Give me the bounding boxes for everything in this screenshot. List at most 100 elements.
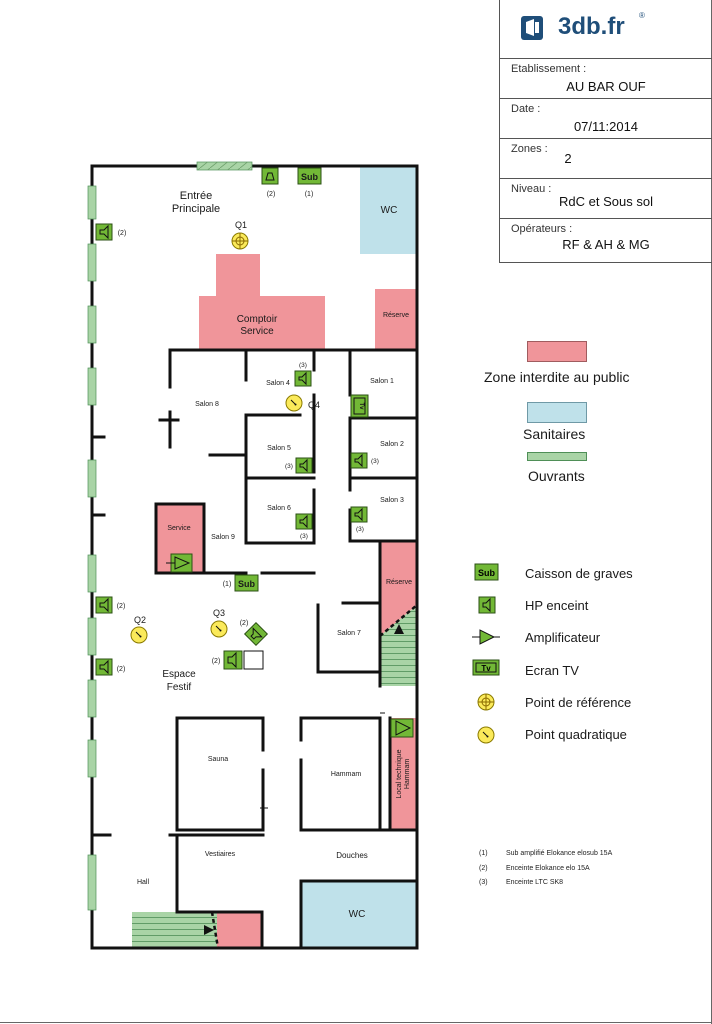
legend-symbol-speaker-label: HP enceint bbox=[525, 598, 589, 613]
equipment-symbols: (2) Sub (1) (2) Q1 (3) bbox=[95, 167, 414, 738]
legend-zone-sanitary-swatch bbox=[527, 402, 587, 423]
legend-zone-forbidden-swatch bbox=[527, 341, 587, 362]
point-label-q1: Q1 bbox=[235, 220, 247, 230]
logo-cell: 3db.fr ® bbox=[499, 0, 712, 59]
room-label-espace-1: Espace bbox=[162, 669, 196, 680]
speaker-icon bbox=[350, 506, 368, 523]
point-label-q3: Q3 bbox=[213, 608, 225, 618]
legend-symbol-icons: Sub Tv bbox=[472, 563, 500, 744]
note-text-3: Enceinte LTC SK8 bbox=[506, 879, 564, 886]
room-label-reserve-right: Réserve bbox=[386, 579, 412, 586]
zones-value: 2 bbox=[564, 151, 572, 166]
speaker-icon bbox=[243, 621, 269, 647]
note-num-2: (2) bbox=[479, 865, 488, 872]
thin-walls bbox=[260, 712, 385, 809]
ref-label: (2) bbox=[118, 230, 127, 237]
openings bbox=[87, 161, 253, 911]
subwoofer-icon: Sub bbox=[297, 167, 322, 185]
legend-symbol-tv-label: Ecran TV bbox=[525, 663, 579, 678]
speaker-icon bbox=[223, 650, 243, 670]
point-label-q4: Q4 bbox=[308, 400, 320, 410]
ref-label: (3) bbox=[299, 362, 307, 369]
room-label-entree-2: Principale bbox=[172, 203, 220, 215]
note-text-1: Sub amplifié Elokance elosub 15A bbox=[506, 850, 613, 857]
reserve-bottom-zone bbox=[217, 912, 262, 948]
info-cell-establishment: Etablissement : AU BAR OUF bbox=[499, 59, 712, 99]
legend-symbol-subwoofer-label: Caisson de graves bbox=[525, 566, 633, 581]
room-label-vestiaires: Vestiaires bbox=[205, 851, 236, 858]
room-label-salon1: Salon 1 bbox=[370, 378, 394, 385]
room-label-salon7: Salon 7 bbox=[337, 630, 361, 637]
logo-icon bbox=[521, 16, 543, 40]
quadratic-point-icon bbox=[210, 620, 228, 638]
ref-label: (1) bbox=[305, 191, 314, 198]
legend-symbol-amplifier-label: Amplificateur bbox=[525, 630, 601, 645]
room-label-reserve-top: Réserve bbox=[383, 312, 409, 319]
tv-icon: Tv bbox=[350, 394, 369, 418]
room-label-salon9: Salon 9 bbox=[211, 534, 235, 541]
info-cell-level: Niveau : RdC et Sous sol bbox=[499, 179, 712, 219]
walls bbox=[90, 164, 419, 950]
subwoofer-icon: Sub bbox=[234, 574, 259, 592]
room-label-local-1: Local technique bbox=[396, 749, 403, 798]
ref-label: (1) bbox=[223, 581, 232, 588]
room-label-comptoir-2: Service bbox=[240, 326, 274, 337]
sub-label: Sub bbox=[301, 172, 319, 182]
room-label-salon5: Salon 5 bbox=[267, 445, 291, 452]
point-label-q2: Q2 bbox=[134, 615, 146, 625]
speaker-box bbox=[243, 650, 264, 670]
speaker-icon bbox=[478, 596, 496, 614]
logo-registered-mark: ® bbox=[639, 11, 645, 20]
zones-label: Zones : bbox=[511, 143, 548, 155]
quadratic-point-icon bbox=[130, 626, 148, 644]
wc-top-zone bbox=[360, 166, 417, 254]
room-label-hammam: Hammam bbox=[331, 771, 362, 778]
info-cell-operators: Opérateurs : RF & AH & MG bbox=[499, 219, 712, 263]
room-label-sauna: Sauna bbox=[208, 756, 228, 763]
establishment-label: Etablissement : bbox=[511, 63, 587, 75]
operators-label: Opérateurs : bbox=[511, 223, 573, 235]
level-label: Niveau : bbox=[511, 183, 552, 195]
ref-label: (2) bbox=[240, 620, 249, 627]
page-border-bottom bbox=[0, 1022, 712, 1023]
speaker-icon bbox=[295, 513, 313, 530]
reference-point-icon bbox=[231, 232, 249, 250]
room-label-salon2: Salon 2 bbox=[380, 441, 404, 448]
counter-zone bbox=[199, 254, 325, 350]
speaker-icon bbox=[95, 658, 113, 676]
date-value: 07/11:2014 bbox=[573, 119, 639, 134]
ref-label: (3) bbox=[300, 533, 308, 540]
legend-zone-opening-swatch bbox=[527, 452, 587, 461]
quadratic-point-icon bbox=[477, 726, 495, 744]
logo-text: 3db.fr bbox=[558, 13, 625, 40]
legend-zone-sanitary-label: Sanitaires bbox=[523, 426, 586, 442]
speaker-icon bbox=[294, 370, 312, 387]
info-cell-date: Date : 07/11:2014 bbox=[499, 99, 712, 139]
stairs-bottom-separator bbox=[210, 911, 220, 949]
subwoofer-icon: Sub bbox=[474, 563, 499, 581]
stairs-right-lines bbox=[380, 605, 417, 686]
legend-zone-forbidden-label: Zone interdite au public bbox=[484, 369, 630, 385]
tv-icon: Tv bbox=[472, 659, 500, 676]
stairs-right-arrow bbox=[394, 624, 404, 634]
note-num-3: (3) bbox=[479, 879, 488, 886]
room-label-hall: Hall bbox=[137, 879, 150, 886]
room-label-service: Service bbox=[167, 525, 190, 532]
legend-tv-glyph: Tv bbox=[481, 664, 491, 673]
date-label: Date : bbox=[511, 103, 541, 115]
operators-value: RF & AH & MG bbox=[562, 237, 650, 252]
ref-label: (3) bbox=[356, 526, 364, 533]
room-label-wc-top: WC bbox=[381, 205, 398, 216]
room-label-salon6: Salon 6 bbox=[267, 505, 291, 512]
speaker-icon bbox=[95, 223, 113, 241]
ref-label: (2) bbox=[267, 191, 276, 198]
wc-bottom-zone bbox=[301, 881, 417, 948]
stairs-bottom-arrow bbox=[204, 925, 214, 935]
reserve-top-zone bbox=[375, 289, 417, 350]
info-cell-zones: Zones : 2 bbox=[499, 139, 712, 179]
stairs-bottom-lines bbox=[132, 912, 217, 948]
reference-point-icon bbox=[477, 693, 495, 711]
room-label-wc-bottom: WC bbox=[349, 909, 366, 920]
tv-label: Tv bbox=[358, 402, 364, 410]
stairs-right-separator bbox=[379, 604, 418, 637]
